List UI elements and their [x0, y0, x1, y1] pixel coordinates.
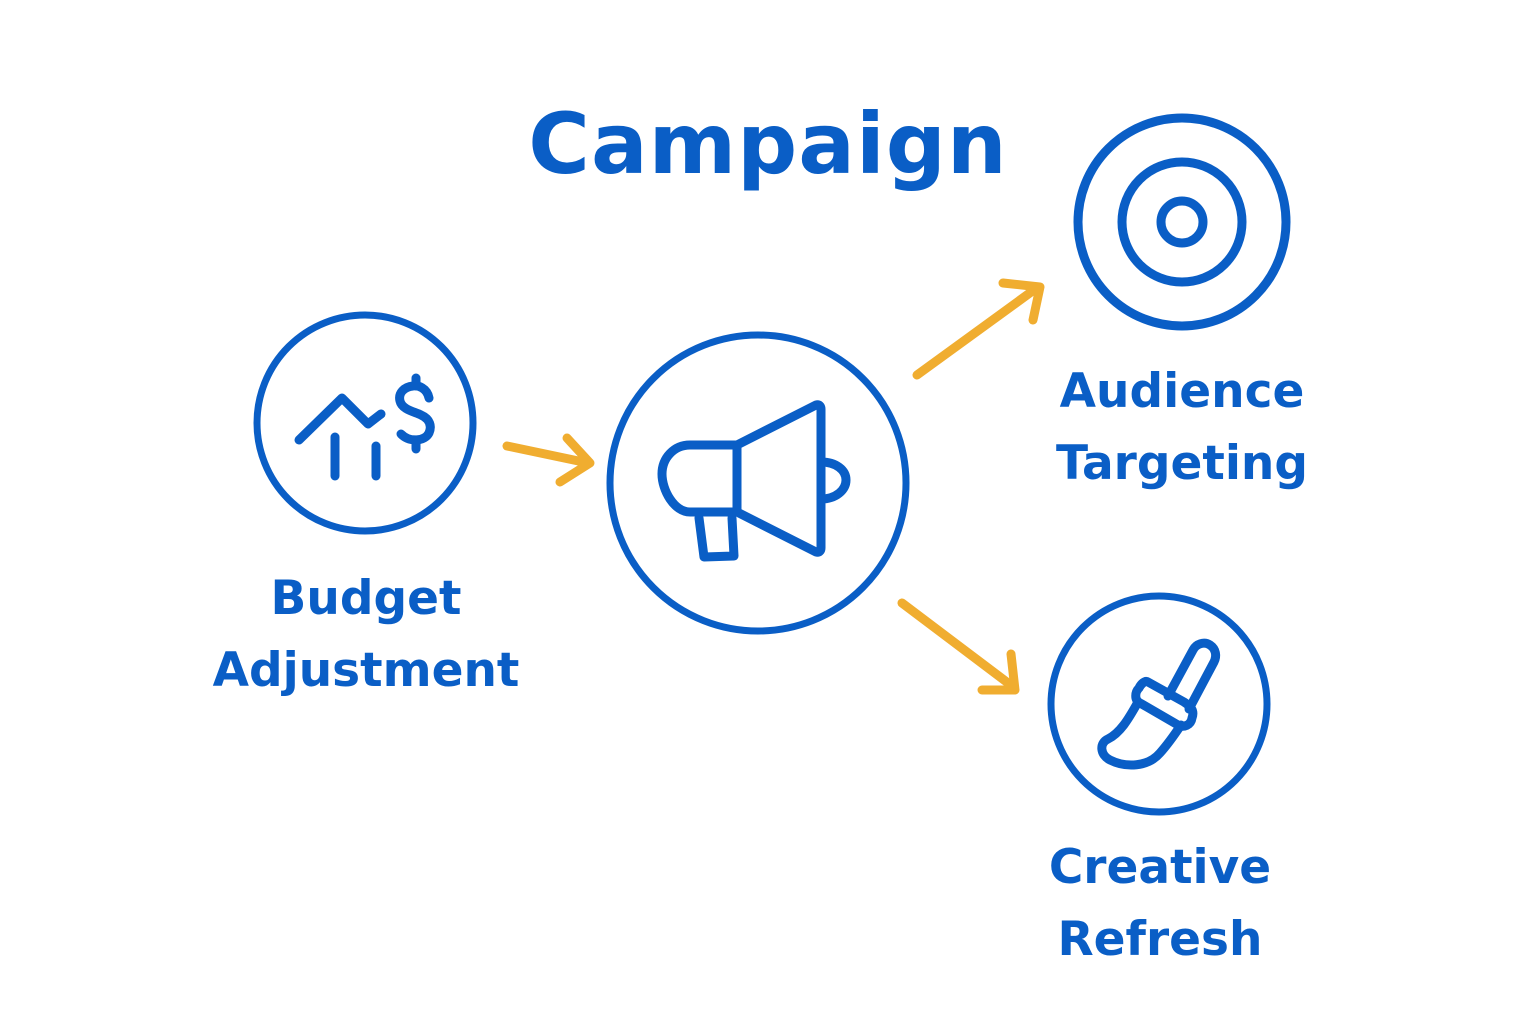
arrow-campaign-to-creative	[897, 598, 1020, 695]
diagram-title: Campaign	[528, 95, 1008, 193]
label-line: Creative	[1048, 840, 1272, 895]
label-line: Refresh	[1057, 912, 1263, 967]
target-icon	[1117, 157, 1247, 287]
creative-refresh-label: Creative Refresh	[960, 832, 1360, 976]
flow-arrows	[502, 278, 1045, 695]
paintbrush-icon	[1097, 638, 1221, 770]
budget-node	[253, 311, 477, 535]
budget-adjustment-label: Budget Adjustment	[166, 563, 566, 707]
creative-node	[1047, 592, 1271, 816]
megaphone-icon	[657, 400, 851, 562]
label-line: Budget	[270, 571, 462, 626]
audience-node	[1073, 113, 1291, 331]
label-line: Adjustment	[212, 643, 520, 698]
label-line: Targeting	[1055, 436, 1309, 491]
campaign-node	[606, 331, 910, 635]
audience-targeting-label: Audience Targeting	[982, 356, 1382, 500]
label-line: Audience	[1059, 364, 1305, 419]
budget-chart-dollar-icon	[294, 373, 435, 481]
arrow-budget-to-campaign	[502, 433, 595, 487]
arrow-campaign-to-audience	[912, 278, 1045, 380]
